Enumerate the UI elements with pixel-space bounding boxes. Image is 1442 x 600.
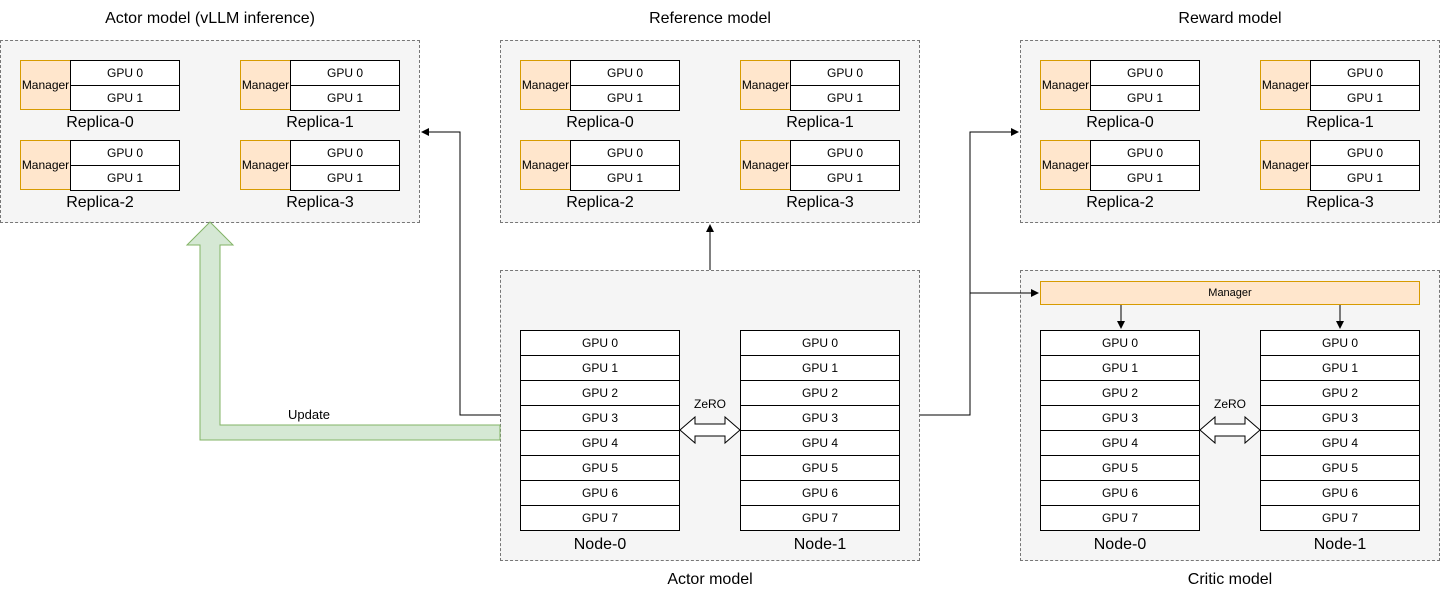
reward-replica-2-label: Replica-2 xyxy=(1086,194,1154,211)
actor-model-title: Actor model xyxy=(667,571,753,588)
critic-node-1-gpu-4: GPU 4 xyxy=(1260,430,1420,456)
reward-replica-0-manager: Manager xyxy=(1040,60,1091,110)
critic-manager: Manager xyxy=(1040,281,1420,305)
actor-vllm-replica-2-gpu-1: GPU 1 xyxy=(70,165,180,191)
critic-node-0-gpu-5: GPU 5 xyxy=(1040,455,1200,481)
actor-vllm-replica-1-gpu-0: GPU 0 xyxy=(290,60,400,86)
actor-vllm-replica-0-gpu-0: GPU 0 xyxy=(70,60,180,86)
arrow-actor-to-vllm xyxy=(421,128,500,416)
actor-node-0-gpu-2: GPU 2 xyxy=(520,380,680,406)
actor-node-1-gpu-4: GPU 4 xyxy=(740,430,900,456)
actor-node-0-gpu-0: GPU 0 xyxy=(520,330,680,356)
actor-node-1-gpu-6: GPU 6 xyxy=(740,480,900,506)
reference-replica-2-manager: Manager xyxy=(520,140,571,190)
reward-replica-1-gpu-1: GPU 1 xyxy=(1310,85,1420,111)
actor-node-1-gpu-2: GPU 2 xyxy=(740,380,900,406)
actor-vllm-replica-2-label: Replica-2 xyxy=(66,194,134,211)
critic-node-1-label: Node-1 xyxy=(1313,536,1367,553)
actor-node-1-gpu-1: GPU 1 xyxy=(740,355,900,381)
critic-node-0-gpu-4: GPU 4 xyxy=(1040,430,1200,456)
reference-replica-0-label: Replica-0 xyxy=(566,114,634,131)
reward-replica-3-gpu-1: GPU 1 xyxy=(1310,165,1420,191)
critic-node-0-gpu-3: GPU 3 xyxy=(1040,405,1200,431)
reward-replica-0-gpu-1: GPU 1 xyxy=(1090,85,1200,111)
reference-replica-2-gpu-0: GPU 0 xyxy=(570,140,680,166)
actor-vllm-replica-0-label: Replica-0 xyxy=(66,114,134,131)
reward-replica-2-gpu-1: GPU 1 xyxy=(1090,165,1200,191)
reward-replica-1-label: Replica-1 xyxy=(1306,114,1374,131)
actor-vllm-replica-0-manager: Manager xyxy=(20,60,71,110)
actor-node-1-label: Node-1 xyxy=(793,536,847,553)
actor-vllm-title: Actor model (vLLM inference) xyxy=(105,10,315,27)
reward-replica-1-gpu-0: GPU 0 xyxy=(1310,60,1420,86)
actor-vllm-replica-1-gpu-1: GPU 1 xyxy=(290,85,400,111)
reward-replica-0-label: Replica-0 xyxy=(1086,114,1154,131)
update-label: Update xyxy=(288,407,330,422)
arrow-actor-to-reward xyxy=(920,128,1019,416)
actor-node-0-gpu-4: GPU 4 xyxy=(520,430,680,456)
reward-replica-3-gpu-0: GPU 0 xyxy=(1310,140,1420,166)
actor-node-0-gpu-7: GPU 7 xyxy=(520,505,680,531)
actor-node-0-gpu-1: GPU 1 xyxy=(520,355,680,381)
critic-node-0-gpu-2: GPU 2 xyxy=(1040,380,1200,406)
reference-model-title: Reference model xyxy=(649,10,771,27)
actor-node-0-gpu-6: GPU 6 xyxy=(520,480,680,506)
reference-replica-3-gpu-1: GPU 1 xyxy=(790,165,900,191)
critic-node-1-gpu-2: GPU 2 xyxy=(1260,380,1420,406)
critic-node-0-gpu-1: GPU 1 xyxy=(1040,355,1200,381)
reward-replica-2-manager: Manager xyxy=(1040,140,1091,190)
actor-vllm-replica-1-manager: Manager xyxy=(240,60,291,110)
critic-model-title: Critic model xyxy=(1187,571,1273,588)
zero-label-critic: ZeRO xyxy=(1214,397,1247,411)
actor-node-0-gpu-5: GPU 5 xyxy=(520,455,680,481)
critic-node-1-gpu-6: GPU 6 xyxy=(1260,480,1420,506)
update-arrow xyxy=(185,221,501,441)
reference-replica-2-label: Replica-2 xyxy=(566,194,634,211)
critic-node-1-gpu-5: GPU 5 xyxy=(1260,455,1420,481)
actor-vllm-replica-1-label: Replica-1 xyxy=(286,114,354,131)
critic-node-1-gpu-1: GPU 1 xyxy=(1260,355,1420,381)
actor-vllm-replica-3-gpu-0: GPU 0 xyxy=(290,140,400,166)
actor-vllm-replica-3-gpu-1: GPU 1 xyxy=(290,165,400,191)
actor-vllm-replica-3-manager: Manager xyxy=(240,140,291,190)
zero-label-actor: ZeRO xyxy=(694,397,727,411)
reward-replica-3-label: Replica-3 xyxy=(1306,194,1374,211)
reference-replica-1-manager: Manager xyxy=(740,60,791,110)
reference-replica-1-gpu-0: GPU 0 xyxy=(790,60,900,86)
reward-replica-2-gpu-0: GPU 0 xyxy=(1090,140,1200,166)
reference-replica-0-gpu-0: GPU 0 xyxy=(570,60,680,86)
reward-replica-1-manager: Manager xyxy=(1260,60,1311,110)
actor-vllm-replica-0-gpu-1: GPU 1 xyxy=(70,85,180,111)
reference-replica-0-manager: Manager xyxy=(520,60,571,110)
zero-arrow-actor xyxy=(679,415,741,445)
reward-replica-0-gpu-0: GPU 0 xyxy=(1090,60,1200,86)
actor-node-1-gpu-7: GPU 7 xyxy=(740,505,900,531)
reference-replica-3-gpu-0: GPU 0 xyxy=(790,140,900,166)
critic-node-0-gpu-6: GPU 6 xyxy=(1040,480,1200,506)
actor-node-1-gpu-5: GPU 5 xyxy=(740,455,900,481)
actor-vllm-replica-2-gpu-0: GPU 0 xyxy=(70,140,180,166)
critic-node-1-gpu-7: GPU 7 xyxy=(1260,505,1420,531)
actor-vllm-replica-3-label: Replica-3 xyxy=(286,194,354,211)
critic-node-1-gpu-3: GPU 3 xyxy=(1260,405,1420,431)
zero-arrow-critic xyxy=(1199,415,1261,445)
reference-replica-1-gpu-1: GPU 1 xyxy=(790,85,900,111)
reference-replica-2-gpu-1: GPU 1 xyxy=(570,165,680,191)
critic-node-0-label: Node-0 xyxy=(1093,536,1147,553)
reference-replica-3-manager: Manager xyxy=(740,140,791,190)
critic-node-0-gpu-0: GPU 0 xyxy=(1040,330,1200,356)
reference-replica-1-label: Replica-1 xyxy=(786,114,854,131)
actor-node-0-label: Node-0 xyxy=(573,536,627,553)
actor-node-1-gpu-0: GPU 0 xyxy=(740,330,900,356)
actor-node-1-gpu-3: GPU 3 xyxy=(740,405,900,431)
reference-replica-0-gpu-1: GPU 1 xyxy=(570,85,680,111)
reference-replica-3-label: Replica-3 xyxy=(786,194,854,211)
critic-node-1-gpu-0: GPU 0 xyxy=(1260,330,1420,356)
actor-vllm-replica-2-manager: Manager xyxy=(20,140,71,190)
actor-node-0-gpu-3: GPU 3 xyxy=(520,405,680,431)
critic-node-0-gpu-7: GPU 7 xyxy=(1040,505,1200,531)
reward-replica-3-manager: Manager xyxy=(1260,140,1311,190)
reward-model-title: Reward model xyxy=(1178,10,1282,27)
